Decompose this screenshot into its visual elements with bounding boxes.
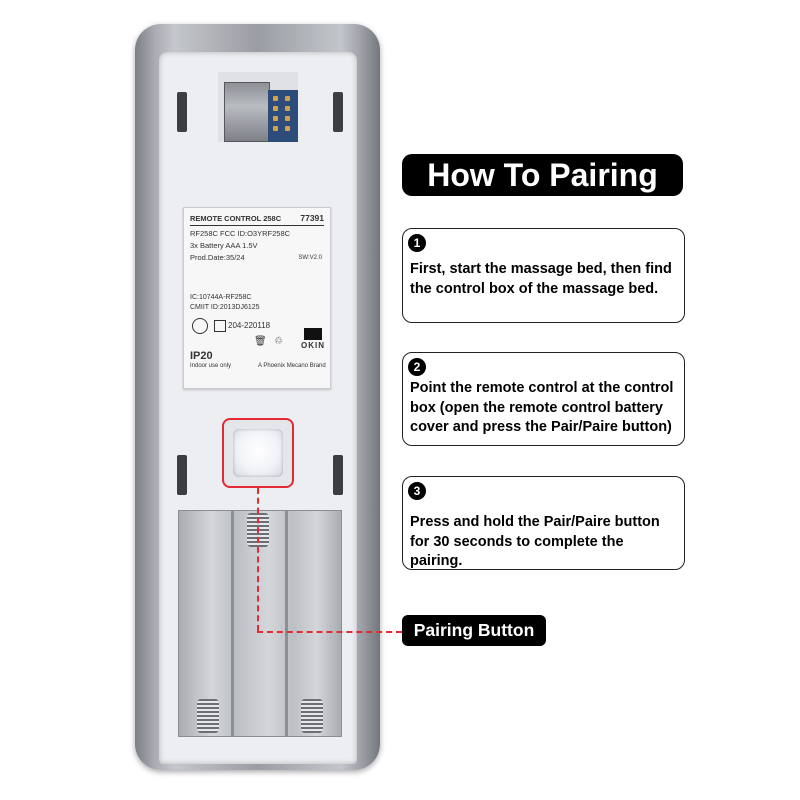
label-ip-rating: IP20 xyxy=(190,350,213,362)
label-part-number: 77391 xyxy=(300,213,324,223)
recycle-icon: ♲ xyxy=(274,336,283,347)
label-brand-line: A Phoenix Mecano Brand xyxy=(258,363,326,369)
pair-button[interactable] xyxy=(233,429,283,477)
circuit-board xyxy=(218,72,298,142)
battery-divider xyxy=(285,511,288,736)
callout-line-horizontal xyxy=(257,631,402,633)
pin xyxy=(273,96,278,101)
clip-tab xyxy=(177,92,187,132)
toggle-switch xyxy=(224,82,270,142)
clip-tab xyxy=(177,455,187,495)
pin xyxy=(273,116,278,121)
battery-divider xyxy=(231,511,234,736)
step-3-box: 3 Press and hold the Pair/Paire button f… xyxy=(402,476,685,570)
label-sw: SW:V2.0 xyxy=(298,255,322,261)
step-3-text: Press and hold the Pair/Paire button for… xyxy=(410,514,660,569)
label-prod-date: Prod.Date:35/24 xyxy=(190,253,245,262)
pcb-connector xyxy=(268,90,298,142)
certification-mark-icon xyxy=(192,318,208,334)
pin xyxy=(285,116,290,121)
certification-box-icon xyxy=(214,320,226,332)
step-2-number-icon: 2 xyxy=(408,358,426,376)
pin xyxy=(285,96,290,101)
step-2-box: 2 Point the remote control at the contro… xyxy=(402,352,685,446)
weee-bin-icon: 🗑 xyxy=(254,336,267,347)
pin xyxy=(273,126,278,131)
label-ic: IC:10744A-RF258C xyxy=(190,294,252,301)
okin-logo-icon xyxy=(304,328,322,340)
spring-icon xyxy=(197,699,219,733)
remote-control-device xyxy=(135,24,380,770)
spring-icon xyxy=(301,699,323,733)
step-3-number-icon: 3 xyxy=(408,482,426,500)
pin xyxy=(273,106,278,111)
pairing-button-callout: Pairing Button xyxy=(402,615,546,646)
label-model: REMOTE CONTROL 258C xyxy=(190,214,282,223)
step-1-number-icon: 1 xyxy=(408,234,426,252)
label-indoor: Indoor use only xyxy=(190,363,232,369)
clip-tab xyxy=(333,92,343,132)
label-divider xyxy=(190,225,324,226)
label-cert-number: 204-220118 xyxy=(228,321,271,330)
pair-button-highlight xyxy=(222,418,294,488)
pin xyxy=(285,126,290,131)
label-fcc: RF258C FCC ID:O3YRF258C xyxy=(190,229,291,238)
pin xyxy=(285,106,290,111)
step-1-text: First, start the massage bed, then find … xyxy=(410,261,672,297)
label-cmiit: CMIIT ID:2013DJ6125 xyxy=(190,304,260,311)
label-battery: 3x Battery AAA 1.5V xyxy=(190,241,258,250)
step-1-box: 1 First, start the massage bed, then fin… xyxy=(402,228,685,323)
step-2-text: Point the remote control at the control … xyxy=(410,380,674,435)
callout-line-vertical xyxy=(257,488,259,631)
product-label: REMOTE CONTROL 258C 77391 RF258C FCC ID:… xyxy=(183,207,331,389)
label-brand: OKIN xyxy=(301,341,325,350)
page-title: How To Pairing xyxy=(402,154,683,196)
clip-tab xyxy=(333,455,343,495)
battery-bay xyxy=(178,510,342,737)
